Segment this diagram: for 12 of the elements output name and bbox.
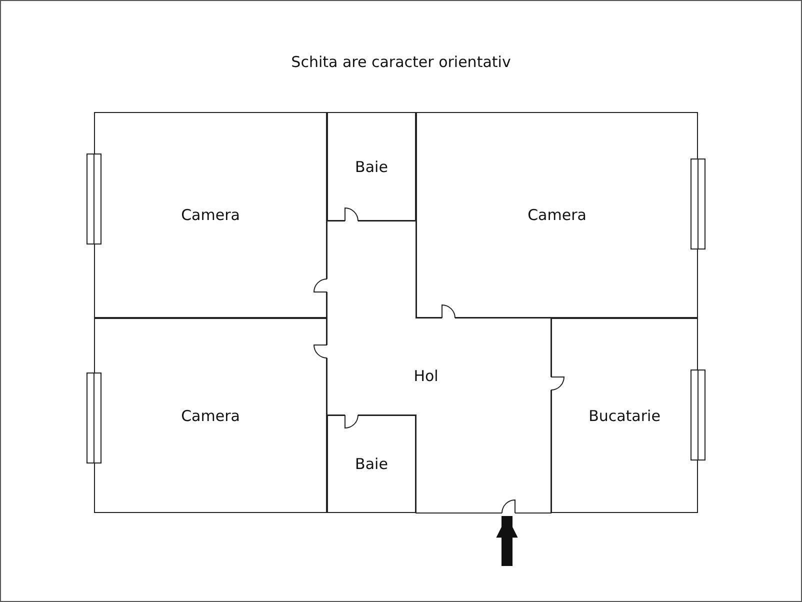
plan-title: Schita are caracter orientativ: [291, 53, 511, 71]
room-label: Baie: [355, 455, 388, 473]
room-label: Camera: [181, 206, 240, 224]
room-label: Camera: [181, 406, 240, 424]
hallway-area: [327, 221, 551, 513]
room-label: Bucatarie: [588, 406, 660, 424]
room-label: Baie: [355, 158, 388, 176]
room-outline: [327, 415, 416, 513]
room-label: Hol: [414, 367, 438, 385]
room-outline: [327, 112, 416, 221]
room-label: Camera: [528, 206, 586, 224]
entrance-arrow: [496, 516, 518, 566]
